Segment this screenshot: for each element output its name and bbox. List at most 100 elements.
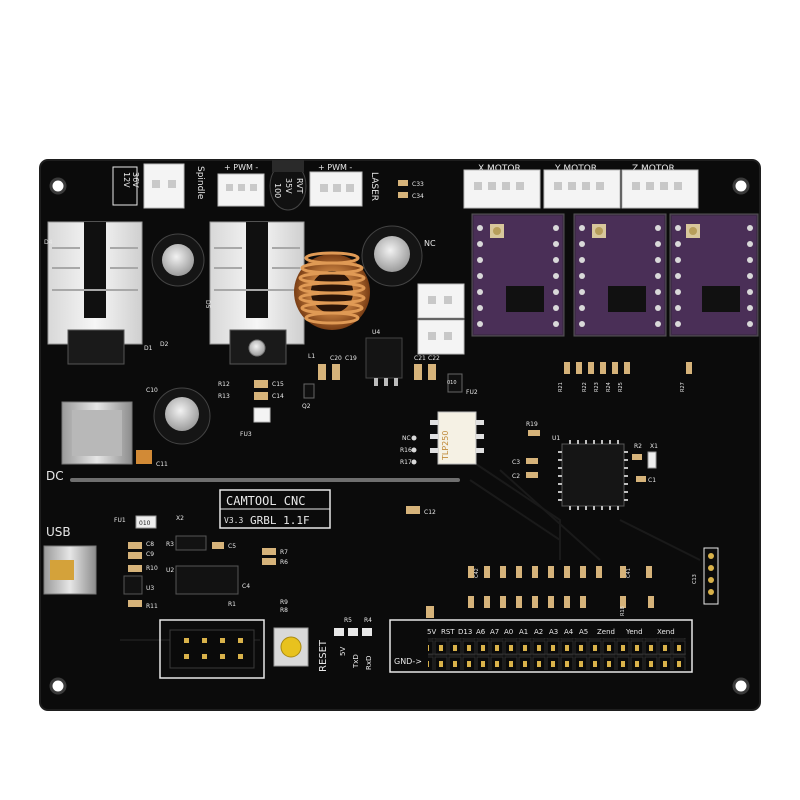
silkscreen-label: C4: [242, 583, 250, 590]
label-y-motor: Y MOTOR: [554, 164, 597, 174]
label-gnd: GND->: [394, 657, 422, 666]
optocoupler: TLP250: [430, 411, 484, 465]
stepper-driver-z: [669, 213, 759, 337]
silkscreen-label: R5: [344, 617, 352, 624]
silkscreen-label: C11: [156, 461, 168, 468]
silkscreen-label: R11: [146, 603, 158, 610]
label-pwm-1: + PWM -: [224, 163, 258, 172]
usb-port: [43, 545, 97, 595]
silkscreen-label: FU3: [240, 431, 252, 438]
silkscreen-label: 010: [139, 520, 151, 527]
silkscreen-label: 35V: [284, 178, 293, 194]
reset-button[interactable]: [273, 627, 309, 667]
stepper-driver-y: [573, 213, 667, 337]
inductor-l1: L1: [294, 251, 370, 360]
pin-label: A4: [564, 628, 574, 636]
pin-label: Xend: [657, 628, 675, 636]
silkscreen-label: R16: [400, 447, 412, 454]
heatsink-right: [209, 221, 305, 365]
stepper-drivers: [471, 213, 759, 337]
silkscreen-label: R27: [680, 382, 686, 392]
dc-jack: C11: [61, 401, 168, 468]
silkscreen-label: U1: [552, 435, 560, 442]
silkscreen-label: R22: [582, 382, 588, 392]
silkscreen-label: D2: [160, 341, 169, 348]
label-nc: NC: [402, 435, 411, 442]
jst-connector-2: [417, 319, 465, 355]
silkscreen-label: C1: [648, 477, 656, 484]
silkscreen-label: R13: [218, 393, 230, 400]
io-pin-header: GND-> 5V RST D13 A6 A7 A0 A1 A2 A3 A4 A5…: [389, 619, 693, 673]
silkscreen-label: R3: [166, 541, 174, 548]
silkscreen-label: FU2: [466, 389, 478, 396]
label-36v: 36V: [131, 172, 140, 188]
capacitor-100uf: 100 35V RVT: [269, 160, 307, 211]
label-laser: LASER: [369, 172, 379, 201]
silkscreen-label: R10: [146, 565, 158, 572]
silkscreen-label: D5: [204, 300, 211, 309]
ic-u2: [175, 565, 239, 595]
silkscreen-label: C9: [146, 551, 154, 558]
silkscreen-label: R21: [558, 382, 564, 392]
label-5v-led: 5V: [339, 647, 347, 656]
silkscreen-label: C5: [228, 543, 236, 550]
silkscreen-label: C8: [146, 541, 154, 548]
icsp-header: [159, 619, 265, 679]
silkscreen-label: R12: [218, 381, 230, 388]
silkscreen-label: C12: [424, 509, 436, 516]
silkscreen-label: C22: [428, 355, 440, 362]
pin-label: A1: [519, 628, 528, 636]
silkscreen-label: R24: [606, 382, 612, 392]
silkscreen-label: 010: [447, 380, 457, 386]
silkscreen-label: R19: [526, 421, 538, 428]
silkscreen-label: FU1: [114, 517, 126, 524]
label-txd-led: TxD: [352, 654, 360, 669]
pin-label: Zend: [597, 628, 615, 636]
heatsink-left: [47, 221, 143, 365]
pin-label: A7: [490, 628, 499, 636]
pin-label: 5V: [427, 628, 436, 636]
jst-connector-1: [417, 283, 465, 319]
silkscreen-label: R1: [228, 601, 236, 608]
ic-u3: [123, 575, 143, 595]
stepper-driver-x: [471, 213, 565, 337]
silkscreen-label: R8: [280, 607, 288, 614]
silkscreen-label: C33: [412, 181, 424, 188]
board-firmware: GRBL 1.1F: [250, 514, 310, 527]
silkscreen-label: C15: [272, 381, 284, 388]
silkscreen-label: C3: [512, 459, 520, 466]
pin-label: A2: [534, 628, 543, 636]
label-dc: DC: [46, 469, 64, 483]
pin-label: A6: [476, 628, 486, 636]
silkscreen-label: C41: [626, 568, 632, 578]
silkscreen-label: D4: [44, 239, 53, 246]
pin-label: Yend: [625, 628, 643, 636]
silkscreen-label: R6: [280, 559, 288, 566]
silkscreen-label: R4: [364, 617, 372, 624]
silkscreen-label: C34: [412, 193, 424, 200]
board-version: V3.3: [224, 516, 243, 525]
silkscreen-label: D1: [144, 345, 153, 352]
capacitor-c10: [153, 387, 211, 445]
silkscreen-label: C20: [330, 355, 342, 362]
silkscreen-label: R25: [618, 382, 624, 392]
board-title-box: CAMTOOL CNC V3.3 GRBL 1.1F: [219, 489, 331, 529]
pin-label-row: 5V RST D13 A6 A7 A0 A1 A2 A3 A4 A5 Zend …: [427, 628, 675, 636]
silkscreen-label: R7: [280, 549, 288, 556]
board-title: CAMTOOL CNC: [226, 494, 305, 508]
silkscreen-label: X1: [650, 443, 658, 450]
capacitor-c5: [151, 233, 205, 287]
silkscreen-label: R17: [400, 459, 412, 466]
silkscreen-label: R23: [594, 382, 600, 392]
silkscreen-label: C10: [146, 387, 158, 394]
pin-label: A5: [579, 628, 588, 636]
silkscreen-label: R2: [634, 443, 642, 450]
silkscreen-label: TLP250: [441, 431, 450, 461]
silkscreen-label: L1: [308, 353, 315, 360]
silkscreen-label: R18: [620, 606, 626, 616]
silkscreen-label: RVT: [295, 178, 304, 194]
motor-connectors: X MOTOR Y MOTOR Z MOTOR: [463, 164, 699, 209]
mounting-holes: [49, 177, 750, 695]
resistor-bank: [426, 566, 654, 618]
label-x-motor: X MOTOR: [478, 164, 521, 174]
